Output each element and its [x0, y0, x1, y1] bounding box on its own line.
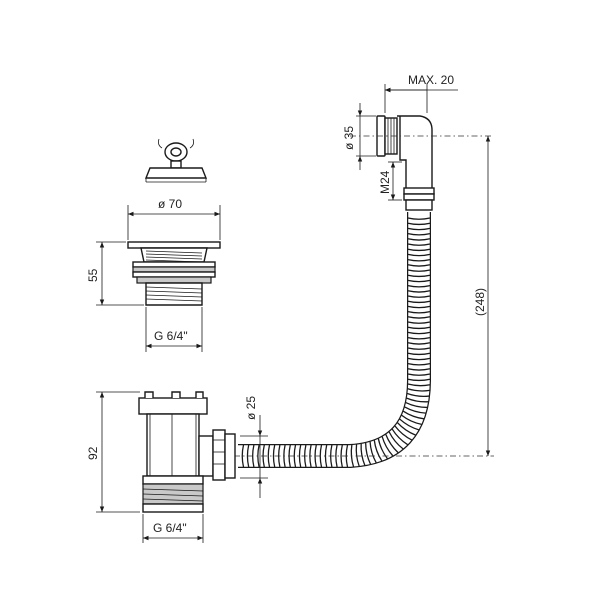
hose-rib [407, 357, 431, 361]
hose-rib [360, 443, 366, 466]
dim-dia-70: ø 70 [158, 197, 182, 211]
hose-rib [298, 444, 302, 468]
hose-rib [407, 373, 431, 376]
dim-thread-upper: G 6/4" [154, 329, 188, 343]
hose-rib [407, 217, 431, 220]
hose-rib [407, 352, 431, 356]
total-length-dimension: (248) [234, 136, 494, 457]
hose-rib [407, 331, 431, 335]
plug-stopper [144, 138, 208, 183]
hose-rib [407, 253, 431, 257]
dim-dia-35: ø 35 [342, 126, 356, 150]
hose-rib [407, 388, 430, 392]
hose-rib [365, 442, 372, 465]
hose-rib [407, 310, 431, 314]
hose-rib [404, 406, 426, 414]
dim-92: 92 [86, 446, 100, 460]
hose-rib [407, 274, 431, 278]
hose-rib [373, 440, 383, 462]
dim-248: (248) [473, 288, 487, 316]
dim-dia-25: ø 25 [244, 396, 258, 420]
hose-rib [407, 232, 431, 236]
hose-rib [407, 248, 431, 252]
hose-rib [407, 362, 431, 366]
hose-rib [407, 347, 431, 350]
hose-rib [405, 402, 428, 409]
hose-rib [385, 434, 399, 454]
hose-rib [272, 444, 276, 468]
hose-rib [407, 383, 431, 387]
valve-dimensions: ø 70 55 G 6/4" [86, 197, 221, 352]
hose-rib [407, 368, 431, 371]
hose-rib [402, 410, 424, 420]
hose-rib [293, 444, 297, 468]
dim-m24: M24 [378, 170, 392, 194]
hose-rib [407, 295, 431, 298]
hose-rib [407, 243, 431, 246]
hose-rib [397, 422, 416, 436]
hose-rib [407, 279, 431, 283]
overflow-dimensions: MAX. 20 ø 35 M24 [342, 73, 458, 201]
hose-rib [407, 336, 431, 340]
hose-rib [407, 222, 431, 226]
overflow-fitting [376, 115, 435, 211]
hose-rib [381, 436, 394, 457]
hose-rib [377, 438, 388, 460]
tee-piece [138, 391, 236, 513]
dim-55: 55 [86, 268, 100, 282]
hose-rib [401, 414, 422, 426]
hose-rib [391, 428, 409, 446]
hose-rib [335, 444, 338, 468]
hose-rib [407, 316, 431, 319]
hose-rib [246, 444, 250, 468]
hose-rib [369, 441, 377, 464]
hose-rib [267, 444, 271, 468]
hose-rib [407, 238, 431, 241]
hose-rib [355, 444, 360, 467]
hose-rib [309, 444, 312, 468]
flexible-hose [238, 212, 431, 468]
hose-rib [407, 378, 431, 382]
hose-rib [407, 284, 431, 288]
dim-thread-lower: G 6/4" [153, 521, 187, 535]
hose-rib [388, 431, 404, 450]
hose-rib [407, 326, 431, 330]
hose-rib [407, 258, 431, 262]
dim-max-20: MAX. 20 [408, 73, 454, 87]
hose-rib [407, 305, 431, 309]
hose-rib [407, 300, 431, 304]
tee-dimensions: 92 G 6/4" ø 25 [86, 391, 268, 543]
hose-rib [340, 444, 343, 468]
hose-rib [399, 418, 420, 431]
hose-rib [407, 321, 431, 324]
hose-rib [407, 227, 431, 231]
hose-rib [407, 392, 430, 397]
hose-rib [407, 264, 431, 267]
hose-rib [241, 444, 245, 468]
hose-rib [407, 290, 431, 293]
hose-rib [407, 269, 431, 272]
waste-valve [127, 241, 221, 306]
hose-rib [406, 397, 429, 403]
hose-rib [394, 425, 413, 441]
hose-rib [407, 342, 431, 345]
